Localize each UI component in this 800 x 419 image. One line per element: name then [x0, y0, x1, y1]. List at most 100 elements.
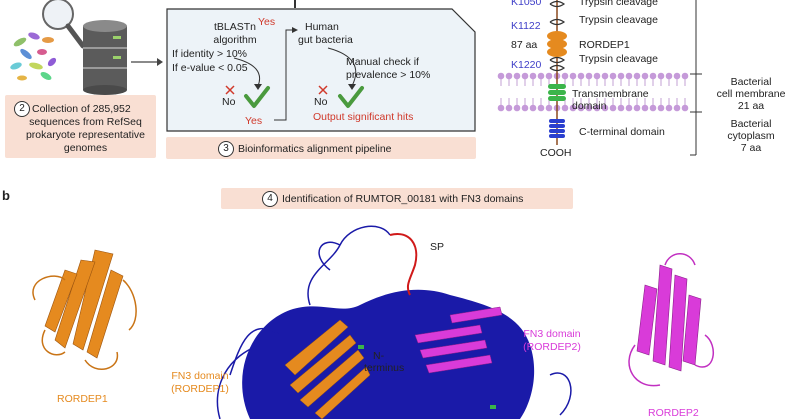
step2-box — [5, 95, 156, 158]
lipid-head — [561, 72, 569, 80]
lipid-head — [569, 104, 577, 112]
lipid-head — [601, 72, 609, 80]
lipid-head — [641, 104, 649, 112]
rordep1-domain-label: RORDEP1 — [579, 39, 630, 51]
lipid-head — [633, 72, 641, 80]
step2-line2: sequences from RefSeq — [29, 116, 142, 128]
step4-box — [221, 188, 573, 209]
k1122-label: K1122 — [511, 20, 541, 32]
manual-line2: prevalence > 10% — [346, 69, 431, 81]
lipid-head — [633, 104, 641, 112]
pipeline-flow-graphics — [166, 8, 476, 132]
cyto-line1: Bacterial — [730, 118, 772, 130]
complex-structure-image — [190, 215, 610, 419]
membrane-bilayer — [497, 72, 693, 112]
lipid-head — [665, 104, 673, 112]
step2-line3: prokaryote representative — [25, 129, 146, 141]
lipid-head — [577, 72, 585, 80]
lipid-head — [529, 104, 537, 112]
lipid-head — [649, 104, 657, 112]
lipid-head — [513, 72, 521, 80]
step4-label: Identification of RUMTOR_00181 with FN3 … — [282, 193, 524, 205]
lipid-head — [617, 72, 625, 80]
lipid-head — [657, 72, 665, 80]
lipid-head — [681, 104, 689, 112]
lipid-head — [601, 104, 609, 112]
step4-number-badge: 4 — [262, 191, 278, 207]
tm-line1: Transmembrane — [572, 88, 649, 100]
lipid-head — [593, 104, 601, 112]
lipid-head — [577, 104, 585, 112]
evalue-condition: If e-value < 0.05 — [172, 62, 248, 74]
human-line1: Human — [305, 21, 339, 33]
lipid-head — [649, 72, 657, 80]
lipid-head — [529, 72, 537, 80]
bacteria-magnifier-icon — [8, 0, 88, 90]
lipid-head — [641, 72, 649, 80]
step3-label: Bioinformatics alignment pipeline — [238, 143, 392, 155]
fn3-left-line2: (RORDEP1) — [171, 383, 229, 395]
sp-label: SP — [430, 241, 445, 253]
lipid-head — [521, 72, 529, 80]
tm-line2: domain — [572, 100, 607, 112]
membrane-line2: cell membrane — [716, 88, 786, 100]
lipid-head — [545, 72, 553, 80]
membrane-line3: 21 aa — [737, 100, 765, 112]
step3-box — [166, 137, 476, 159]
lipid-head — [505, 104, 513, 112]
lipid-head — [505, 72, 513, 80]
lipid-head — [569, 72, 577, 80]
fn3-right-line2: (RORDEP2) — [523, 341, 581, 353]
membrane-line1: Bacterial — [730, 76, 772, 88]
manual-line1: Manual check if — [346, 56, 419, 68]
rordep2-structure-image — [615, 245, 725, 395]
lipid-head — [545, 104, 553, 112]
database-icon — [80, 20, 130, 95]
trypsin-cleavage-3: Trypsin cleavage — [579, 53, 658, 65]
k1220-label: K1220 — [511, 59, 542, 71]
protein-chain — [540, 0, 580, 160]
lipid-head — [585, 72, 593, 80]
nterm-line2: terminus — [364, 362, 405, 374]
lipid-head — [625, 72, 633, 80]
lipid-head — [609, 72, 617, 80]
lipid-head — [513, 104, 521, 112]
cyto-line2: cytoplasm — [727, 130, 775, 142]
cterm-label: C-terminal domain — [579, 126, 665, 138]
rordep1-structure-label: RORDEP1 — [57, 393, 108, 405]
aa87-label: 87 aa — [511, 39, 538, 51]
human-line2: gut bacteria — [298, 34, 353, 46]
step3-number: 3 — [223, 143, 229, 154]
fn3-right-line1: FN3 domain — [523, 328, 581, 340]
trypsin-cleavage-2: Trypsin cleavage — [579, 14, 658, 26]
lipid-head — [617, 104, 625, 112]
trypsin-cleavage-1: Trypsin cleavage — [579, 0, 658, 8]
step2-number: 2 — [19, 103, 25, 114]
panel-b-label: b — [2, 188, 10, 203]
lipid-head — [665, 72, 673, 80]
step3-number-badge: 3 — [218, 141, 234, 157]
lipid-head — [497, 72, 505, 80]
lipid-head — [625, 104, 633, 112]
lipid-head — [593, 72, 601, 80]
lipid-head — [561, 104, 569, 112]
lipid-head — [673, 72, 681, 80]
fn3-left-line1: FN3 domain — [171, 370, 229, 382]
lipid-head — [609, 104, 617, 112]
pipeline-frame — [166, 8, 476, 132]
step2-line4: genomes — [63, 142, 108, 154]
rordep1-structure-image — [25, 240, 145, 380]
pipeline-top-connector — [294, 0, 296, 8]
lipid-head — [521, 104, 529, 112]
tblastn-line1: tBLASTn — [213, 21, 257, 33]
cooh-label: COOH — [540, 147, 572, 159]
tblastn-line2: algorithm — [213, 34, 257, 46]
k1050-label: K1050 — [511, 0, 542, 8]
no-right-label: No — [314, 96, 328, 108]
yes-bottom-label: Yes — [245, 115, 263, 127]
cyto-line3: 7 aa — [740, 142, 762, 154]
lipid-head — [673, 104, 681, 112]
lipid-head — [681, 72, 689, 80]
lipid-head — [657, 104, 665, 112]
compartment-bracket — [690, 0, 702, 160]
